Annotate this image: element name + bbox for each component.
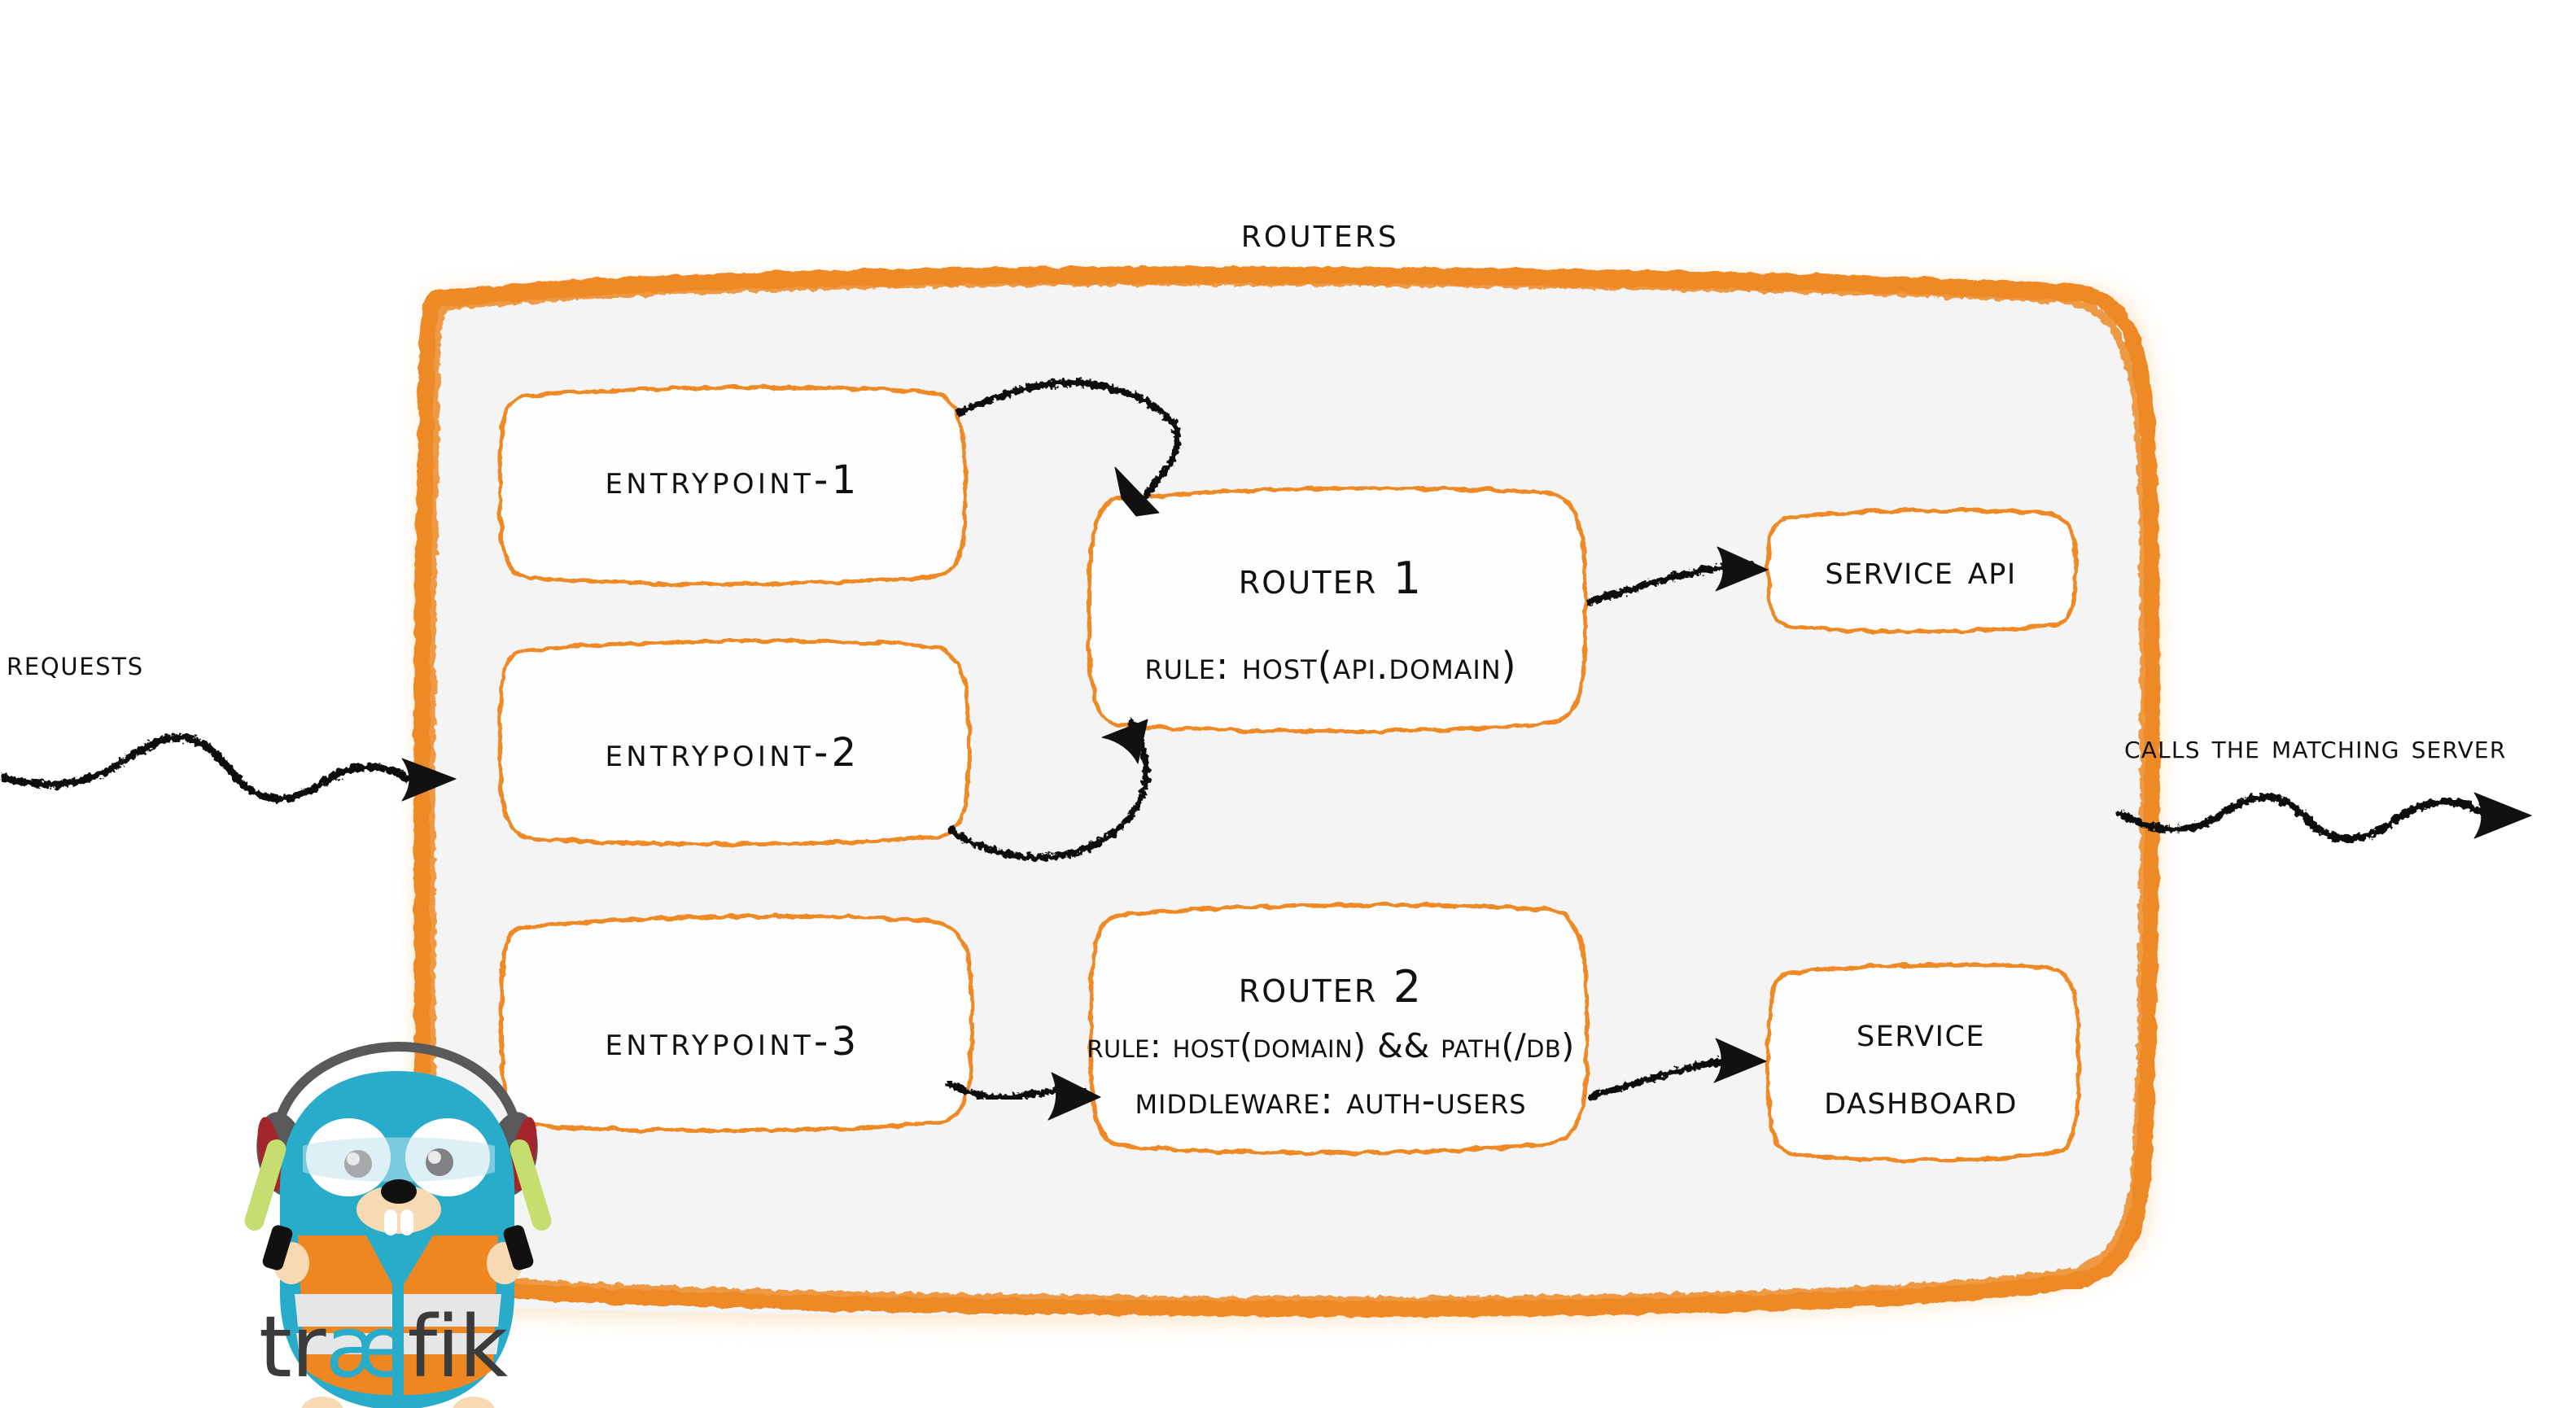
service-dashboard-box[interactable] xyxy=(1765,962,2081,1162)
traefik-wordmark: træfik xyxy=(259,1302,508,1392)
arrows xyxy=(0,379,2532,1121)
wordmark-ae: æ xyxy=(325,1297,408,1397)
page-title-text: Routers xyxy=(1240,208,1399,257)
arrow-calls-out xyxy=(2115,794,2486,843)
entrypoint-2-box[interactable] xyxy=(497,639,971,846)
arrow-ep1-router1-head xyxy=(1114,466,1160,517)
router-2-box[interactable] xyxy=(1088,903,1590,1156)
arrow-ep2-router1-head xyxy=(1101,719,1148,764)
arrow-router1-serviceapi-head xyxy=(1715,546,1769,592)
arrow-ep2-router1 xyxy=(947,719,1150,861)
arrow-calls-out-head xyxy=(2473,792,2532,839)
arrow-requests xyxy=(0,734,411,802)
page-title: Routers xyxy=(0,160,2576,306)
arrow-requests-head xyxy=(401,758,457,802)
router-1-box[interactable] xyxy=(1087,486,1588,734)
calls-label: Calls the matching server xyxy=(2124,728,2507,766)
wordmark-prefix: tr xyxy=(259,1297,326,1397)
wordmark-suffix: fik xyxy=(407,1297,509,1397)
routers-container-border xyxy=(413,266,2160,1318)
arrow-ep1-router1 xyxy=(956,379,1181,509)
arrow-ep3-router2-head xyxy=(1047,1072,1101,1121)
entrypoint-3-box[interactable] xyxy=(499,914,974,1133)
entrypoint-1-box[interactable] xyxy=(497,385,968,586)
arrow-router2-servicedash-head xyxy=(1713,1038,1767,1083)
traefik-gopher-mascot xyxy=(244,1041,552,1408)
requests-label: Requests xyxy=(7,643,144,683)
service-api-box[interactable] xyxy=(1765,508,2078,634)
